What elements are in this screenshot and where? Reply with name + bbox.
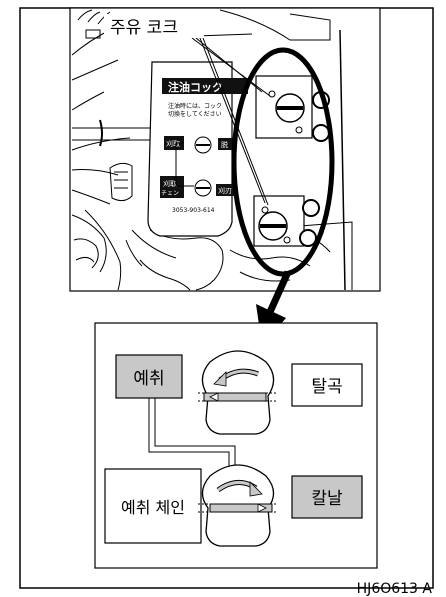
label-bottom-right: 칼날 — [311, 489, 343, 509]
panel-knob-lower — [194, 179, 212, 197]
callout-leaders — [191, 37, 271, 206]
cock-panel: 注油コック 注油時には、コック 切換をしてください 刈取 脱 刈取 チェン 刈刃… — [147, 61, 248, 237]
label-top-left: 예취 — [133, 369, 164, 389]
panel-link-line — [175, 142, 194, 187]
label-box-bottom-left — [104, 468, 202, 544]
panel-part-no: 3053-903-614 — [172, 207, 215, 214]
photo-frame — [69, 7, 381, 292]
panel-tag-left-text: 刈取 — [166, 139, 180, 148]
valve-upper — [198, 350, 276, 435]
panel-tag-right2-text: 刈刃 — [218, 186, 232, 195]
label-box-top-left — [115, 354, 183, 399]
detail-diagram: 예취 탈곡 예취 체인 칼날 — [94, 322, 378, 569]
label-top-right: 탈곡 — [311, 377, 342, 397]
panel-title: 注油コック — [168, 80, 223, 94]
panel-knob-upper — [194, 136, 212, 154]
connector-line — [148, 398, 236, 472]
callout-label: 주유 코크 — [110, 18, 178, 38]
machine-photo: 注油コック 注油時には、コック 切換をしてください 刈取 脱 刈取 チェン 刈刃… — [69, 7, 381, 292]
fuel-cock-lower — [253, 195, 320, 247]
panel-tag-left — [164, 136, 184, 150]
panel-title-bar — [162, 78, 248, 94]
valve-upper-flow-arrow — [209, 392, 219, 402]
valve-lower-flow-arrow — [257, 503, 267, 513]
highlight-ellipse — [231, 47, 335, 277]
callout-label-bg — [104, 14, 204, 38]
panel-tag-left2-text-a: 刈取 — [163, 179, 177, 188]
valve-upper-bar — [203, 392, 267, 402]
label-box-bottom-right — [291, 475, 363, 519]
panel-line-2: 切換をしてください — [168, 110, 222, 118]
panel-tag-right — [218, 138, 234, 150]
label-box-top-right — [291, 363, 363, 407]
panel-tag-left2-text-b: チェン — [161, 190, 179, 197]
valve-lower-bar — [209, 503, 273, 513]
panel-line-1: 注油時には、コック — [168, 102, 222, 110]
valve-lower — [198, 464, 276, 547]
panel-tag-right2 — [216, 184, 236, 196]
figure-id: HJ6O613 A — [357, 581, 433, 597]
panel-tag-right-text: 脱 — [221, 140, 228, 149]
label-bottom-left: 예취 체인 — [121, 498, 185, 517]
panel-tag-left2 — [160, 176, 184, 198]
